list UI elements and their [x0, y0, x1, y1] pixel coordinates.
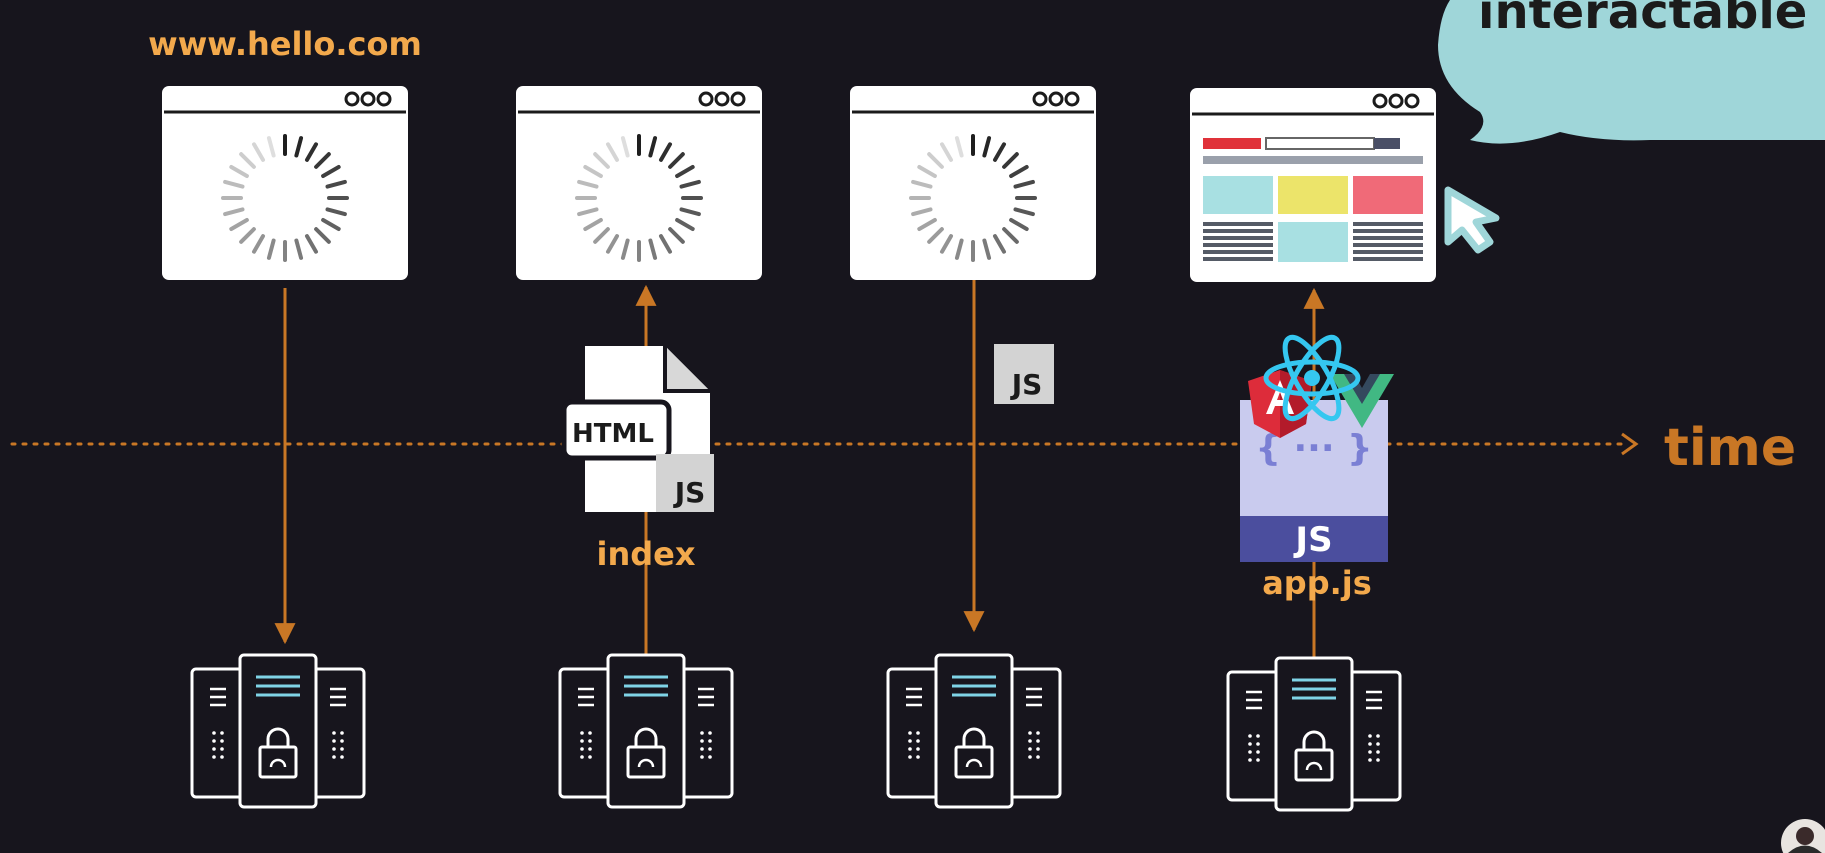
js-file-badge: JS: [994, 344, 1054, 404]
browser-window-2: [516, 86, 762, 280]
browser-window-1: [162, 86, 408, 280]
js-file-badge-text: JS: [1010, 368, 1043, 401]
window-controls-icon: [1032, 91, 1080, 107]
window-controls-icon: [698, 91, 746, 107]
loading-spinner-icon: [221, 134, 349, 262]
js-badge-small-text: JS: [673, 476, 706, 509]
arrows: [274, 276, 1325, 663]
bundle-js-text: JS: [1293, 520, 1332, 560]
time-axis: time: [10, 418, 1796, 478]
loading-spinner-icon: [909, 134, 1037, 262]
browser-window-3: [850, 86, 1096, 280]
url-label: www.hello.com: [148, 25, 422, 63]
window-controls-icon: [344, 91, 392, 107]
app-js-label: app.js: [1262, 564, 1372, 602]
index-label: index: [597, 535, 696, 573]
mouse-cursor-icon: [1444, 186, 1500, 254]
server-rack-icon: [190, 653, 366, 809]
browser-window-4: [1190, 88, 1436, 282]
lock-icon: [1294, 730, 1334, 782]
speech-bubble: interactable: [1438, 0, 1825, 144]
lock-icon: [626, 727, 666, 779]
index-file-icon: HTML JS: [561, 346, 714, 512]
html-badge-text: HTML: [572, 419, 654, 449]
loading-spinner-icon: [575, 134, 703, 262]
server-rack-icon: [886, 653, 1062, 809]
time-label: time: [1664, 418, 1796, 478]
presenter-avatar: [1781, 819, 1825, 853]
bubble-text: interactable: [1478, 0, 1807, 40]
browser-windows: [162, 86, 1436, 282]
rendered-page-mockup: [1203, 137, 1423, 262]
app-bundle-icon: JS { ··· }: [1240, 334, 1394, 562]
lock-icon: [258, 727, 298, 779]
servers: [190, 653, 1402, 812]
lock-icon: [954, 727, 994, 779]
server-rack-icon: [1226, 656, 1402, 812]
server-rack-icon: [558, 653, 734, 809]
window-controls-icon: [1372, 93, 1420, 109]
js-badge-small: [656, 454, 714, 512]
react-logo-icon: [1263, 334, 1361, 422]
